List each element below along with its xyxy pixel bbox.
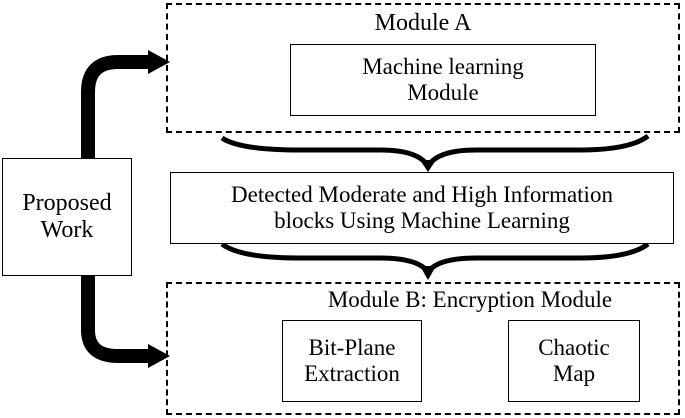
brace-under-middle-box xyxy=(220,241,650,277)
machine-learning-module-box: Machine learning Module xyxy=(290,44,596,116)
module-b-title: Module B: Encryption Module xyxy=(327,287,613,312)
proposed-work-box: Proposed Work xyxy=(2,158,132,276)
ml-module-line-2: Module xyxy=(407,80,479,105)
module-a-title: Module A xyxy=(374,10,472,36)
chaotic-map-box: Chaotic Map xyxy=(508,320,640,402)
module-b-container xyxy=(166,282,680,415)
chaotic-map-line-2: Map xyxy=(552,361,596,386)
proposed-work-line-1: Proposed xyxy=(22,190,112,216)
chaotic-map-line-1: Chaotic xyxy=(538,335,610,360)
bit-plane-line-1: Bit-Plane xyxy=(308,335,396,360)
lower-branch-arrow-line xyxy=(81,276,150,363)
detected-blocks-box: Detected Moderate and High Information b… xyxy=(170,172,674,244)
ml-module-line-1: Machine learning xyxy=(362,54,524,79)
upper-branch-arrowhead xyxy=(148,50,170,74)
arrowhead-to-module-b xyxy=(420,266,436,280)
bit-plane-line-2: Extraction xyxy=(304,361,400,386)
lower-branch-arrowhead xyxy=(148,344,170,368)
arrowhead-to-middle xyxy=(420,160,436,172)
proposed-work-line-2: Work xyxy=(40,217,94,243)
module-a-container xyxy=(166,3,680,133)
bit-plane-extraction-box: Bit-Plane Extraction xyxy=(282,320,422,402)
detected-blocks-line-2: blocks Using Machine Learning xyxy=(274,208,570,233)
upper-branch-arrow-line xyxy=(81,55,150,158)
detected-blocks-line-1: Detected Moderate and High Information xyxy=(231,182,613,207)
